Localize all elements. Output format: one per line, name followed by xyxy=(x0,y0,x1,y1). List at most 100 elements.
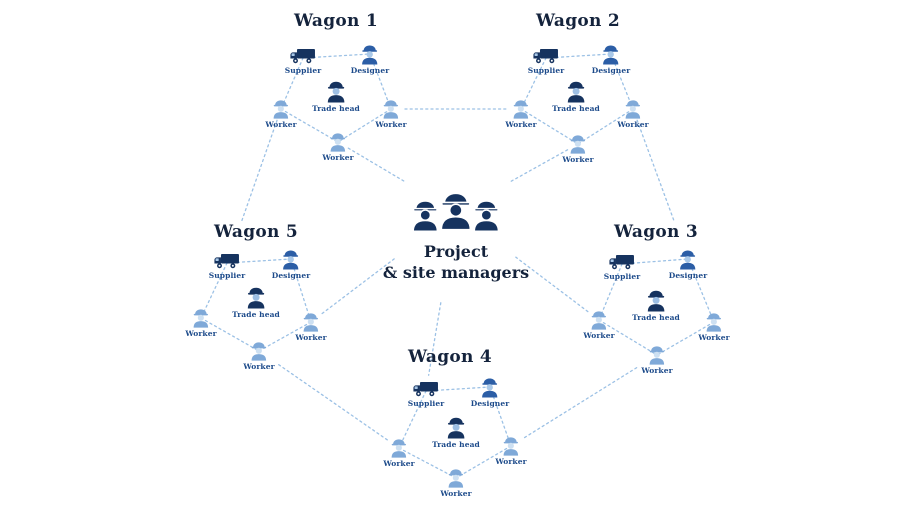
connection-line xyxy=(321,256,397,315)
role-label: Trade head xyxy=(312,104,360,113)
person-helmet-icon xyxy=(588,309,609,330)
w1-worker-2: Worker xyxy=(375,98,407,129)
truck-icon xyxy=(289,47,317,65)
person-helmet-icon xyxy=(646,344,667,365)
w3-designer: Designer xyxy=(669,248,708,280)
connection-line xyxy=(280,57,304,110)
person-helmet-icon xyxy=(600,43,622,65)
truck-icon xyxy=(213,252,241,270)
person-helmet-icon xyxy=(327,131,348,152)
person-helmet-icon xyxy=(388,437,409,458)
connection-line xyxy=(200,262,228,319)
role-label: Worker xyxy=(583,331,615,340)
w4-worker-2: Worker xyxy=(495,435,527,466)
connection-line xyxy=(656,321,715,356)
w3-supplier: Supplier xyxy=(604,253,641,281)
w5-worker-3: Worker xyxy=(243,340,275,371)
role-label: Worker xyxy=(617,120,649,129)
connection-line xyxy=(337,108,392,143)
connection-line xyxy=(636,119,675,222)
w2-worker-3: Worker xyxy=(562,133,594,164)
connection-line xyxy=(520,57,547,110)
role-label: Trade head xyxy=(632,313,680,322)
w4-trade-head: Trade head xyxy=(432,415,480,449)
person-helmet-icon xyxy=(703,311,724,332)
connection-line xyxy=(398,447,457,479)
connection-line xyxy=(258,321,312,352)
w5-supplier: Supplier xyxy=(209,252,246,280)
role-label: Worker xyxy=(641,366,673,375)
person-helmet-icon xyxy=(622,98,643,119)
w1-designer: Designer xyxy=(351,43,390,75)
site-managers-icon xyxy=(408,184,504,233)
person-helmet-icon xyxy=(567,133,588,154)
connection-line xyxy=(280,108,339,143)
role-label: Trade head xyxy=(232,310,280,319)
role-label: Trade head xyxy=(432,440,480,449)
person-helmet-icon xyxy=(359,43,381,65)
w3-worker-1: Worker xyxy=(583,309,615,340)
role-label: Trade head xyxy=(552,104,600,113)
w1-worker-1: Worker xyxy=(265,98,297,129)
person-helmet-icon xyxy=(445,467,466,488)
role-label: Designer xyxy=(470,399,510,408)
truck-icon xyxy=(532,47,560,65)
connection-line xyxy=(598,319,658,356)
connection-line xyxy=(455,445,512,479)
w3-worker-2: Worker xyxy=(698,311,730,342)
connection-line xyxy=(520,108,579,145)
center-label-line1: Project xyxy=(423,242,489,262)
w4-worker-3: Worker xyxy=(440,467,472,498)
role-label: Worker xyxy=(322,153,354,162)
w5-worker-1: Worker xyxy=(185,307,217,338)
role-label: Supplier xyxy=(527,66,565,75)
wagon-title: Wagon 4 xyxy=(407,347,493,367)
w1-trade-head: Trade head xyxy=(312,79,360,113)
person-helmet-icon xyxy=(270,98,291,119)
role-label: Supplier xyxy=(208,271,246,280)
w5-designer: Designer xyxy=(272,248,311,280)
w2-trade-head: Trade head xyxy=(552,79,600,113)
wagon-title: Wagon 1 xyxy=(293,11,379,31)
center-node: Project & site managers xyxy=(383,184,529,284)
role-label: Designer xyxy=(350,66,390,75)
person-helmet-icon xyxy=(380,98,401,119)
truck-icon xyxy=(412,380,440,398)
connection-line xyxy=(278,364,389,441)
role-label: Worker xyxy=(440,489,472,498)
connection-line xyxy=(398,390,427,449)
w1-supplier: Supplier xyxy=(285,47,322,75)
person-helmet-icon xyxy=(564,79,588,103)
person-helmet-icon xyxy=(444,415,468,439)
role-label: Designer xyxy=(668,271,708,280)
connection-line xyxy=(598,263,623,321)
person-helmet-icon xyxy=(644,288,668,312)
person-helmet-icon xyxy=(510,98,531,119)
center-label-line2: & site managers xyxy=(382,263,530,283)
person-helmet-icon xyxy=(280,248,302,270)
w5-worker-2: Worker xyxy=(295,311,327,342)
role-label: Worker xyxy=(375,120,407,129)
person-helmet-icon xyxy=(300,311,321,332)
person-helmet-icon xyxy=(677,248,699,270)
w2-supplier: Supplier xyxy=(528,47,565,75)
connection-line xyxy=(515,256,589,313)
w1-worker-3: Worker xyxy=(322,131,354,162)
role-label: Worker xyxy=(383,459,415,468)
person-helmet-icon xyxy=(500,435,521,456)
w3-worker-3: Worker xyxy=(641,344,673,375)
role-label: Worker xyxy=(562,155,594,164)
connection-line xyxy=(522,367,638,440)
w4-designer: Designer xyxy=(471,376,510,408)
w2-designer: Designer xyxy=(592,43,631,75)
role-label: Worker xyxy=(185,329,217,338)
connection-line xyxy=(427,302,442,376)
role-label: Supplier xyxy=(603,272,641,281)
person-helmet-icon xyxy=(244,285,268,309)
connection-line xyxy=(509,149,569,183)
truck-icon xyxy=(608,253,636,271)
w4-supplier: Supplier xyxy=(408,380,445,408)
connection-line xyxy=(577,108,634,145)
